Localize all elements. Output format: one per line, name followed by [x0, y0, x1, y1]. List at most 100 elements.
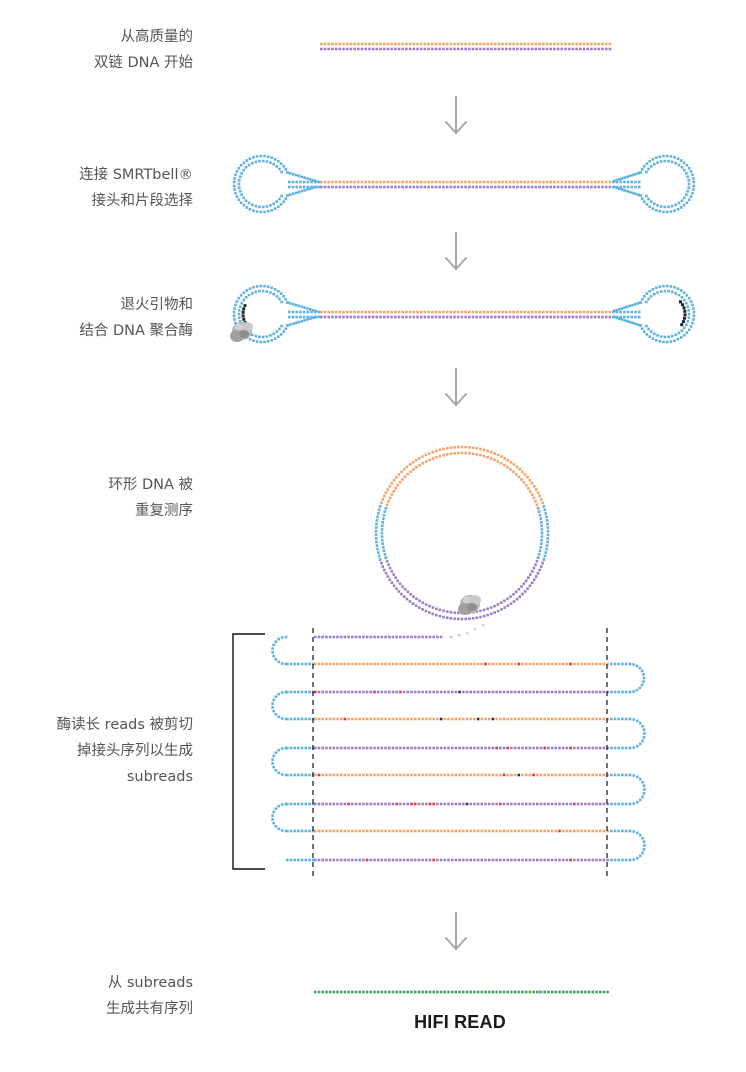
polymerase-blob [458, 595, 481, 615]
arrow-2-icon [445, 232, 467, 271]
adapter-stem-bottom [288, 185, 321, 189]
adapter-hairpin-right [612, 284, 696, 344]
subread-row [314, 635, 443, 639]
purple-strand [320, 185, 612, 189]
subread-rows [286, 635, 632, 862]
adapter-neck [286, 301, 318, 327]
adapter-segment-left [286, 829, 315, 833]
adapter-loop-inner [645, 159, 691, 209]
step-1-dsdna [320, 42, 612, 51]
subread-row [286, 829, 632, 833]
adapter-segment-right [610, 829, 632, 833]
orange-strand [320, 180, 612, 184]
adapter-turn-left [271, 746, 288, 777]
arrow-1-icon [445, 96, 467, 135]
step-5-label: 酶读长 reads 被剪切 掉接头序列以生成 subreads [56, 717, 193, 785]
circle-insert-orange [378, 445, 546, 510]
adapter-loop-outer [232, 154, 289, 214]
purple-strand [320, 315, 612, 319]
adapter-segment-left [286, 690, 315, 694]
purple-arc [378, 558, 546, 621]
blue-arc-left [374, 505, 382, 561]
adapter-neck [612, 301, 642, 327]
adapter-segment-right [610, 717, 632, 721]
insert-bottom-strand [320, 315, 612, 319]
adapter-stem-top [612, 310, 641, 314]
adapter-segment-left [286, 773, 315, 777]
trim-lines [312, 628, 608, 880]
adapter-neck [612, 171, 642, 197]
down-arrow-icon [445, 368, 467, 407]
subread-beads [314, 690, 609, 694]
down-arrow-icon [445, 912, 467, 951]
adapter-segment-left [286, 746, 315, 750]
step-2-label: 连接 SMRTbell® 接头和片段选择 [79, 167, 193, 209]
adapter-turn-right [628, 662, 646, 694]
adapter-segment-right [610, 858, 632, 862]
subread-beads [314, 662, 609, 666]
subread-beads [314, 802, 609, 806]
hifi-read-strand [314, 990, 609, 994]
adapter-loop-inner [645, 289, 691, 339]
adapter-segment-right [610, 773, 632, 777]
purple-strand [320, 47, 612, 51]
insert-bottom-strand [320, 185, 612, 189]
subread-row [286, 690, 632, 694]
orange-strand [320, 42, 612, 46]
adapter-stem-top [288, 310, 321, 314]
subread-row [286, 662, 632, 666]
subread-bracket [232, 633, 265, 870]
subread-row [286, 802, 632, 806]
subread-beads [314, 746, 609, 750]
adapter-loop-inner [237, 159, 283, 209]
adapter-turn-right [628, 717, 646, 750]
dsdna-bottom-strand [320, 47, 612, 51]
adapter-hairpin-left [232, 154, 321, 214]
subread-row [286, 746, 632, 750]
step-4-label: 环形 DNA 被 重复测序 [108, 477, 193, 519]
subread-beads [314, 858, 609, 862]
adapter-segment-left [286, 717, 315, 721]
adapter-turns [271, 635, 646, 862]
hifi-beads [314, 990, 609, 994]
nucleotide-trail [450, 624, 485, 639]
step-5-polymerase-read [232, 624, 646, 880]
subread-row [286, 858, 632, 862]
subread-beads [314, 773, 609, 777]
adapter-segment-left [286, 662, 315, 666]
adapter-segment-left [286, 802, 315, 806]
step-3-primed-template [230, 284, 696, 344]
adapter-turn-right [628, 829, 646, 862]
step-6-hifi-read [314, 990, 609, 994]
adapter-stem-bottom [612, 185, 641, 189]
primer-beads [679, 300, 687, 327]
adapter-turn-left [271, 635, 288, 666]
step-4-circular-template [374, 445, 550, 621]
arrow-3-icon [445, 368, 467, 407]
subread-row [286, 717, 632, 721]
adapter-turn-left [271, 690, 288, 721]
adapter-stem-top [612, 180, 641, 184]
adapter-hairpin-right [612, 154, 696, 214]
blue-arc-left [380, 507, 388, 559]
blue-arc-right [536, 507, 544, 559]
step-6-label: 从 subreads 生成共有序列 [106, 975, 193, 1017]
subread-beads [314, 717, 609, 721]
circle-adapter-blue [374, 505, 550, 561]
subread-row [286, 773, 632, 777]
primer-right-icon [679, 300, 687, 327]
adapter-segment-right [610, 690, 632, 694]
hifi-read-label: HIFI READ [414, 1012, 506, 1032]
polymerase-icon [458, 595, 481, 615]
adapter-segment-right [610, 746, 632, 750]
adapter-turn-right [628, 773, 646, 806]
step-3-label: 退火引物和 结合 DNA 聚合酶 [79, 297, 193, 339]
adapter-stem-bottom [612, 315, 641, 319]
polymerase-blob [230, 322, 253, 342]
insert-top-strand [320, 310, 612, 314]
dsdna-top-strand [320, 42, 612, 46]
adapter-segment-right [610, 662, 632, 666]
down-arrow-icon [445, 232, 467, 271]
adapter-segment-right [610, 802, 632, 806]
